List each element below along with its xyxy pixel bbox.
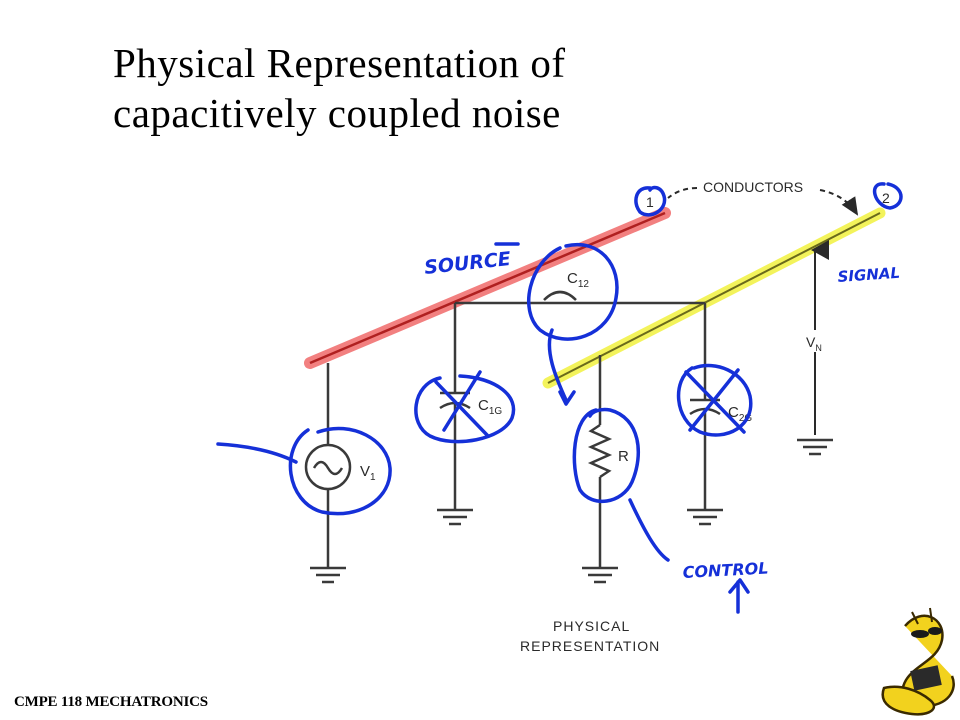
title-line-2: capacitively coupled noise: [113, 90, 561, 136]
ground-icon: [308, 566, 348, 584]
r-pointer-line: [628, 498, 670, 562]
circle-conductor-2: [872, 182, 903, 210]
circle-c12: [526, 242, 619, 341]
r-label: R: [618, 448, 629, 465]
conductor-1-label: 1: [646, 194, 654, 210]
ground-icon: [580, 566, 620, 584]
slide-title: Physical Representation of capacitively …: [113, 38, 566, 138]
conductors-label: CONDUCTORS: [703, 179, 803, 195]
cross-c1g-b: [442, 370, 482, 432]
arrow-c12-to-r-head: [558, 390, 576, 406]
caption-line-1: PHYSICAL: [553, 618, 630, 634]
control-underline: [728, 578, 750, 614]
ground-icon: [685, 508, 725, 526]
c1g-label: C1G: [478, 397, 502, 417]
vn-label-bg: [804, 330, 828, 352]
conductors-arrow-left: [667, 187, 698, 199]
c12-label: C12: [567, 270, 589, 290]
vn-label: VN: [806, 334, 822, 353]
circle-conductor-1: [634, 185, 667, 217]
annotation-control: CONTROL: [682, 559, 769, 582]
cross-c1g-a: [434, 380, 490, 438]
mascot-logo: [881, 607, 955, 716]
cross-c2g-a: [684, 370, 746, 434]
annotation-signal: SIGNAL: [837, 264, 901, 286]
ground-icon: [795, 438, 835, 456]
ground-icon: [435, 508, 475, 526]
ac-wave: [312, 460, 344, 476]
annotation-source: SOURCE: [423, 248, 512, 279]
ink-annotations: [216, 182, 903, 614]
footer-course: CMPE 118 MECHATRONICS: [14, 694, 208, 710]
v1-pointer-line: [216, 442, 298, 464]
title-line-1: Physical Representation of: [113, 40, 566, 86]
cross-c2g-circle: [676, 363, 753, 437]
c12-plate: [543, 290, 577, 301]
conductor-1: [309, 211, 666, 365]
conductors-arrow-right: [819, 189, 859, 216]
circle-v1: [288, 426, 392, 516]
caption-line-2: REPRESENTATION: [520, 638, 660, 654]
conductor-2-label: 2: [882, 190, 890, 206]
arrow-c12-to-r: [547, 328, 568, 402]
circle-r: [572, 407, 640, 504]
cross-c2g-b: [688, 368, 740, 432]
cross-c1g-circle: [414, 374, 516, 444]
v1-label: V1: [360, 463, 376, 483]
resistor: [587, 423, 613, 479]
